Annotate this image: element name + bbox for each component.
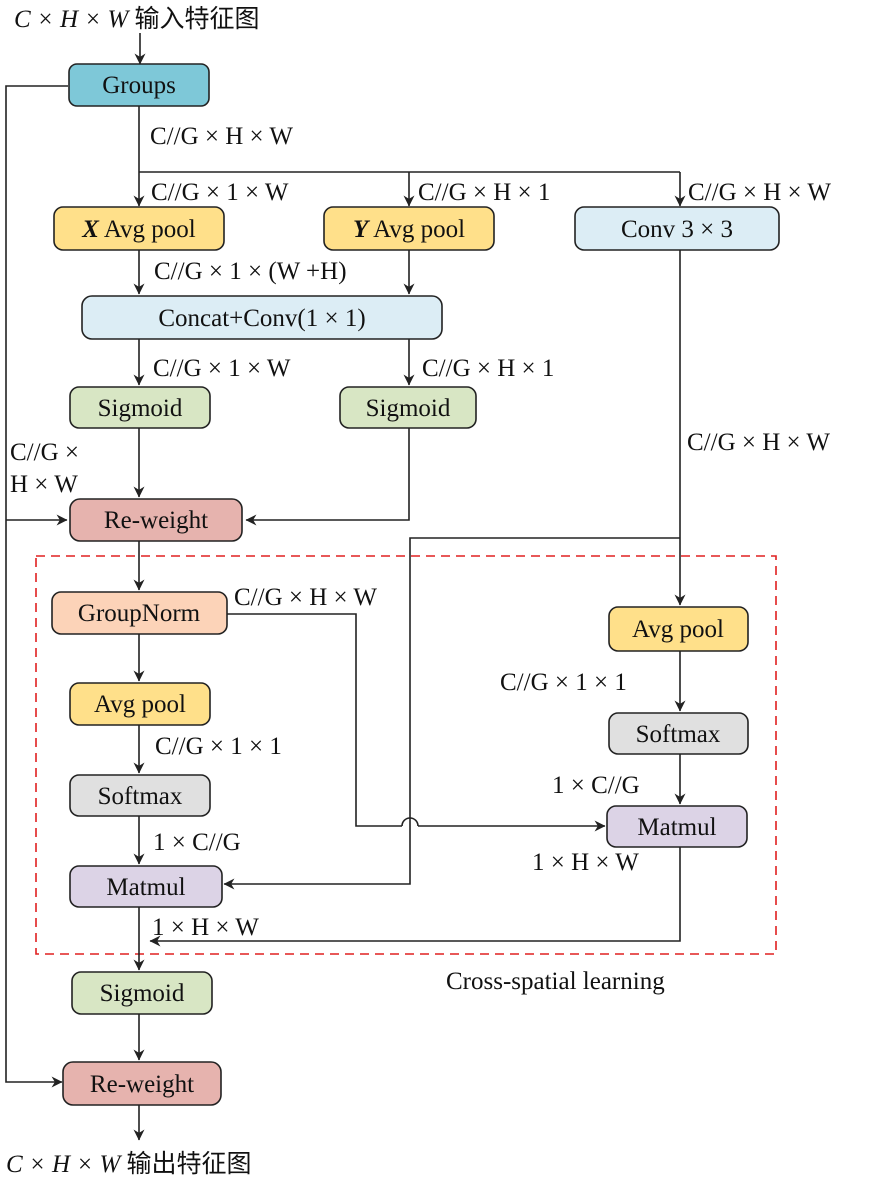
groupnorm-out-shape: C//G × H × W	[234, 584, 377, 611]
cross-spatial-caption: Cross-spatial learning	[446, 968, 665, 995]
avgpool-left-box: Avg pool	[69, 682, 211, 726]
avgpool-right-label: Avg pool	[632, 616, 724, 643]
right-matmul-out-shape: 1 × H × W	[532, 849, 639, 876]
sigmoid-bottom-box: Sigmoid	[71, 971, 213, 1015]
conv-branch-shape: C//G × H × W	[688, 179, 831, 206]
skip-shape-line1: C//G ×	[10, 439, 79, 466]
conv3x3-box: Conv 3 × 3	[574, 206, 780, 251]
softmax-left-label: Softmax	[98, 783, 183, 810]
right-softmax-out-shape: 1 × C//G	[552, 772, 640, 799]
cross-spatial-region	[35, 555, 777, 955]
reweight-top-box: Re-weight	[69, 498, 243, 542]
matmul-right-label: Matmul	[637, 814, 716, 841]
x-avg-pool-box: X Avg pool	[53, 206, 225, 251]
split-x-shape: C//G × 1 × W	[153, 355, 291, 382]
left-avgpool-out-shape: C//G × 1 × 1	[155, 733, 282, 760]
softmax-right-label: Softmax	[636, 721, 721, 748]
left-softmax-out-shape: 1 × C//G	[153, 829, 241, 856]
sigmoid-left-label: Sigmoid	[98, 395, 183, 422]
y-avg-pool-label: Y Avg pool	[353, 216, 465, 243]
y-avg-pool-box: Y Avg pool	[323, 206, 495, 251]
concat-conv-label: Concat+Conv(1 × 1)	[158, 305, 365, 332]
conv3x3-label: Conv 3 × 3	[621, 216, 733, 243]
reweight-bottom-box: Re-weight	[62, 1061, 222, 1106]
skip-shape-line2: H × W	[10, 471, 78, 498]
output-label: C × H × W 输出特征图	[6, 1150, 252, 1178]
softmax-left-box: Softmax	[69, 774, 211, 817]
after-groups-shape: C//G × H × W	[150, 123, 293, 150]
groups-label: Groups	[102, 72, 176, 99]
avgpool-right-box: Avg pool	[608, 606, 749, 652]
sigmoid-right-box: Sigmoid	[339, 386, 477, 429]
matmul-left-label: Matmul	[106, 874, 185, 901]
y-branch-shape: C//G × H × 1	[418, 179, 550, 206]
concat-conv-box: Concat+Conv(1 × 1)	[81, 295, 443, 340]
split-y-shape: C//G × H × 1	[422, 355, 554, 382]
matmul-right-box: Matmul	[606, 805, 748, 848]
reweight-bottom-label: Re-weight	[90, 1071, 194, 1098]
groups-box: Groups	[68, 63, 210, 107]
groupnorm-box: GroupNorm	[51, 591, 228, 635]
connections	[5, 33, 686, 1141]
sigmoid-left-box: Sigmoid	[69, 386, 211, 429]
concat-input-shape: C//G × 1 × (W +H)	[154, 258, 347, 285]
left-matmul-out-shape: 1 × H × W	[152, 914, 259, 941]
sigmoid-bottom-label: Sigmoid	[100, 980, 185, 1007]
avgpool-left-label: Avg pool	[94, 691, 186, 718]
x-avg-pool-label: X Avg pool	[81, 216, 196, 243]
sigmoid-right-label: Sigmoid	[366, 395, 451, 422]
right-avgpool-out-shape: C//G × 1 × 1	[500, 669, 627, 696]
matmul-left-box: Matmul	[69, 865, 223, 908]
reweight-top-label: Re-weight	[104, 507, 208, 534]
groupnorm-label: GroupNorm	[78, 600, 201, 627]
input-label: C × H × W 输入特征图	[14, 5, 260, 33]
x-branch-shape: C//G × 1 × W	[151, 179, 289, 206]
softmax-right-box: Softmax	[608, 712, 749, 755]
conv-out-shape: C//G × H × W	[687, 429, 830, 456]
